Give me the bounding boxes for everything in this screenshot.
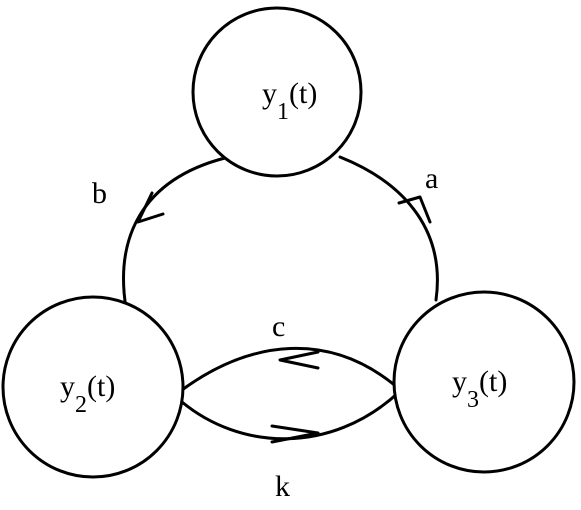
node-y3-var: y <box>452 365 467 398</box>
edge-k-arrowhead <box>270 424 320 444</box>
node-y2-label: y2(t) <box>60 370 115 418</box>
node-y1-label: y1(t) <box>262 77 317 125</box>
node-y1-sub: 1 <box>277 99 289 125</box>
node-y1-var: y <box>262 77 277 110</box>
edge-c-arc <box>180 347 400 392</box>
edge-a-arc <box>338 155 439 302</box>
node-y2-var: y <box>60 370 75 403</box>
node-y2 <box>1 295 185 479</box>
node-y1 <box>191 6 363 178</box>
node-y2-sub: 2 <box>75 392 87 418</box>
edge-c-arrowhead <box>278 350 320 370</box>
node-y3-arg: (t) <box>479 365 507 398</box>
edge-k-arc <box>180 391 400 441</box>
edge-k-label: k <box>275 470 290 503</box>
node-y3-sub: 3 <box>467 387 479 413</box>
node-y1-arg: (t) <box>289 77 317 110</box>
edge-b-arc <box>122 156 227 310</box>
edge-a-label: a <box>425 162 438 195</box>
node-y2-arg: (t) <box>87 370 115 403</box>
edge-c-label: c <box>272 310 285 343</box>
edge-b-arrowhead <box>136 191 165 224</box>
node-y3 <box>392 290 576 474</box>
edge-a-arrowhead <box>397 195 432 224</box>
edge-b-label: b <box>92 177 107 210</box>
node-y3-label: y3(t) <box>452 365 507 413</box>
